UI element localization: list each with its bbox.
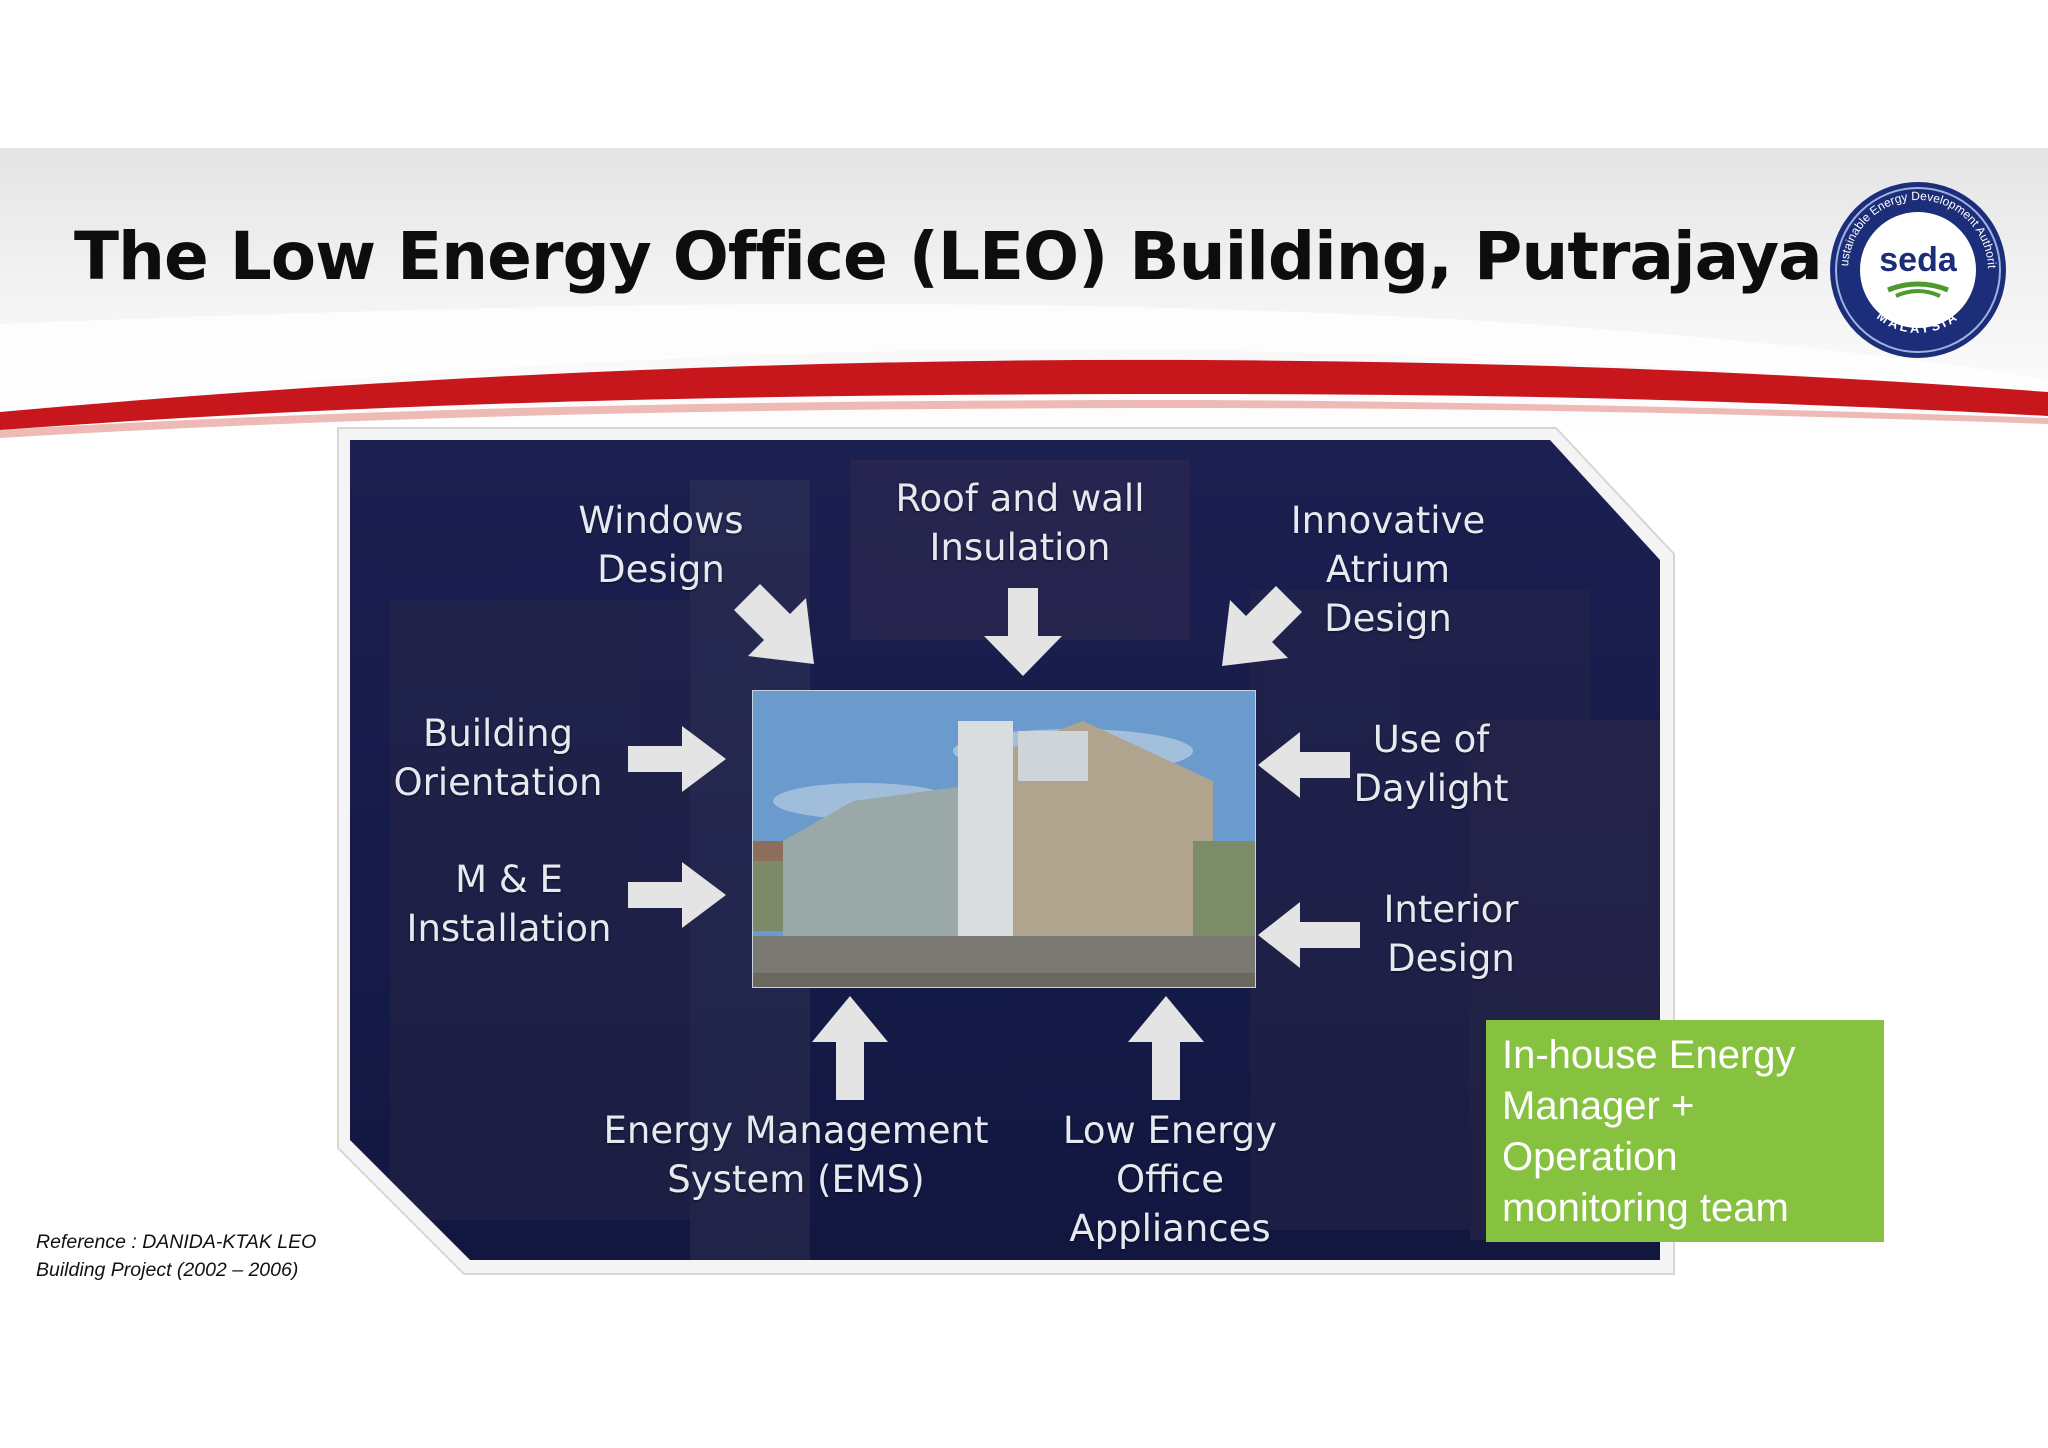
arrow-innovative-atrium-icon xyxy=(1222,586,1302,666)
arrow-windows-design-icon xyxy=(734,584,814,664)
arrow-low-energy-appliances-icon xyxy=(1128,996,1204,1100)
label-innovative-atrium-design: Innovative Atrium Design xyxy=(1290,499,1486,640)
arrow-roof-wall-insulation-icon xyxy=(984,588,1062,676)
arrow-interior-design-icon xyxy=(1258,902,1360,968)
arrow-use-of-daylight-icon xyxy=(1258,732,1350,798)
reference-note: Reference : DANIDA-KTAK LEO Building Pro… xyxy=(36,1231,317,1281)
arrow-energy-management-icon xyxy=(812,996,888,1100)
energy-manager-text: In-house Energy Manager + Operation moni… xyxy=(1502,1033,1796,1230)
arrow-m-e-installation-icon xyxy=(628,862,726,928)
label-interior-design: Interior Design xyxy=(1383,888,1519,980)
label-building-orientation: Building Orientation xyxy=(393,712,603,804)
label-low-energy-office-appliances: Low Energy Office Appliances xyxy=(1062,1109,1278,1250)
seda-logo: seda Sustainable Energy Development Auth… xyxy=(1826,178,2006,358)
label-m-e-installation: M & E Installation xyxy=(406,858,612,950)
label-roof-wall-insulation: Roof and wall Insulation xyxy=(895,477,1145,569)
diagram-panel xyxy=(337,427,1675,1275)
label-energy-management-system: Energy Management System (EMS) xyxy=(603,1109,989,1201)
slide-title: The Low Energy Office (LEO) Building, Pu… xyxy=(74,218,1823,295)
label-windows-design: Windows Design xyxy=(578,499,744,591)
leo-building-photo xyxy=(752,690,1256,988)
arrow-building-orientation-icon xyxy=(628,726,726,792)
logo-center-text: seda xyxy=(1879,241,1958,279)
red-swoosh-decoration xyxy=(0,303,2048,438)
label-use-of-daylight: Use of Daylight xyxy=(1353,718,1509,810)
energy-manager-box: In-house Energy Manager + Operation moni… xyxy=(1486,1020,1884,1242)
